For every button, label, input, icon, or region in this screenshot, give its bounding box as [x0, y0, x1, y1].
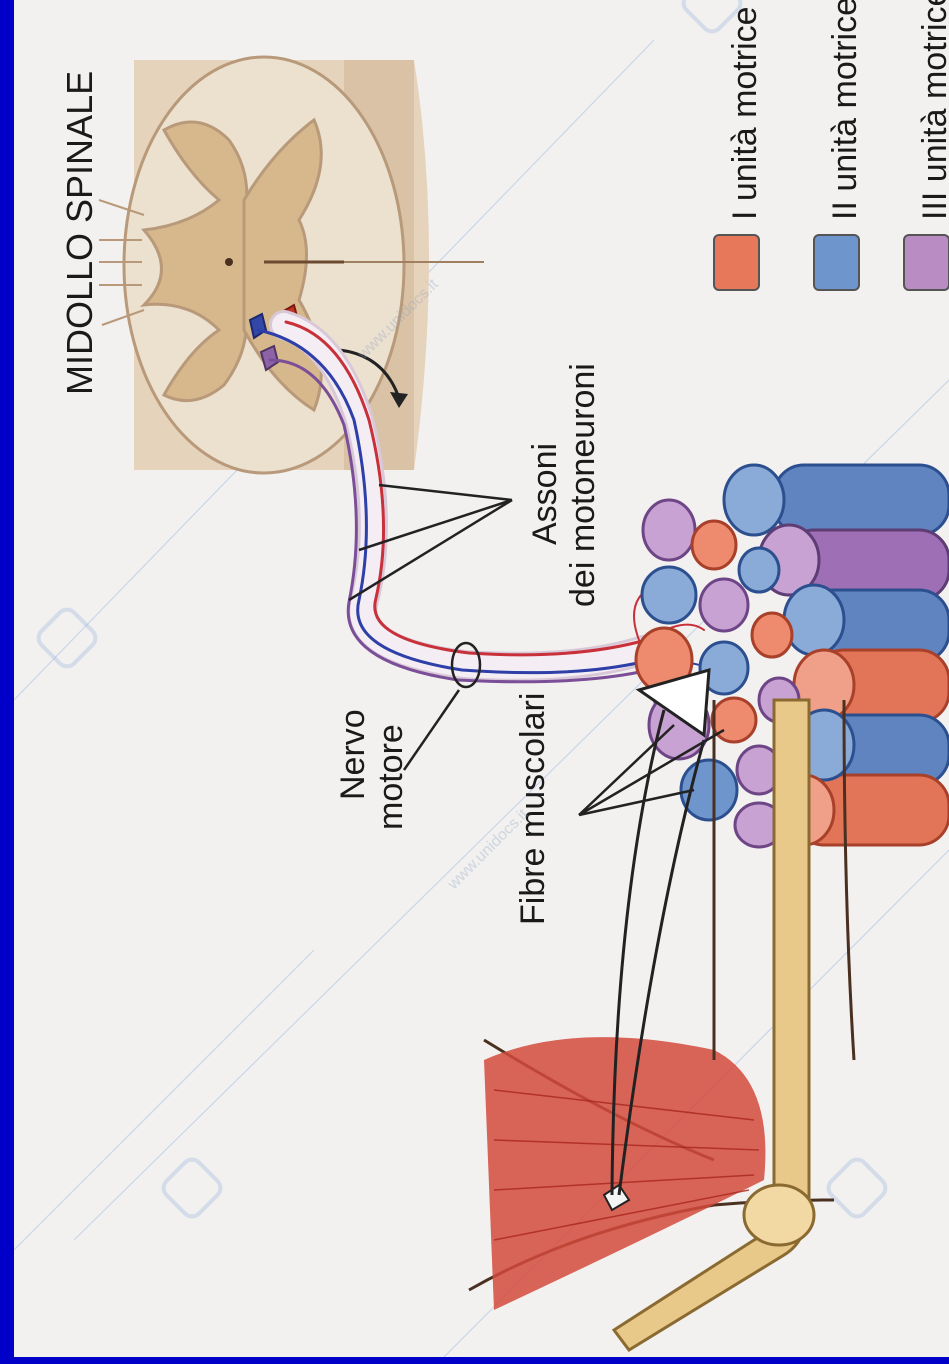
legend-label-3: III unità motrice	[916, 0, 949, 220]
legend-swatch-3	[904, 235, 949, 290]
legend-label-1: I unità motrice	[726, 6, 764, 220]
legend-swatch-1	[714, 235, 759, 290]
spinal-cord-illustration	[99, 57, 484, 473]
spinal-cord-label: MIDOLLO SPINALE	[59, 71, 100, 395]
axons-label-line1: Assoni	[526, 443, 564, 545]
axons-label-line2: dei motoneuroni	[564, 363, 602, 607]
legend: I unità motrice II unità motrice III uni…	[714, 0, 949, 290]
legend-label-2: II unità motrice	[826, 0, 864, 220]
legend-swatch-2	[814, 235, 859, 290]
diagram-panel: MIDOLLO SPINALE Assoni dei motoneuroni N…	[14, 0, 949, 1357]
nerve-label-line2: motore	[372, 724, 410, 830]
nerve-label-line1: Nervo	[334, 709, 372, 800]
motor-unit-diagram: MIDOLLO SPINALE Assoni dei motoneuroni N…	[14, 0, 949, 1357]
